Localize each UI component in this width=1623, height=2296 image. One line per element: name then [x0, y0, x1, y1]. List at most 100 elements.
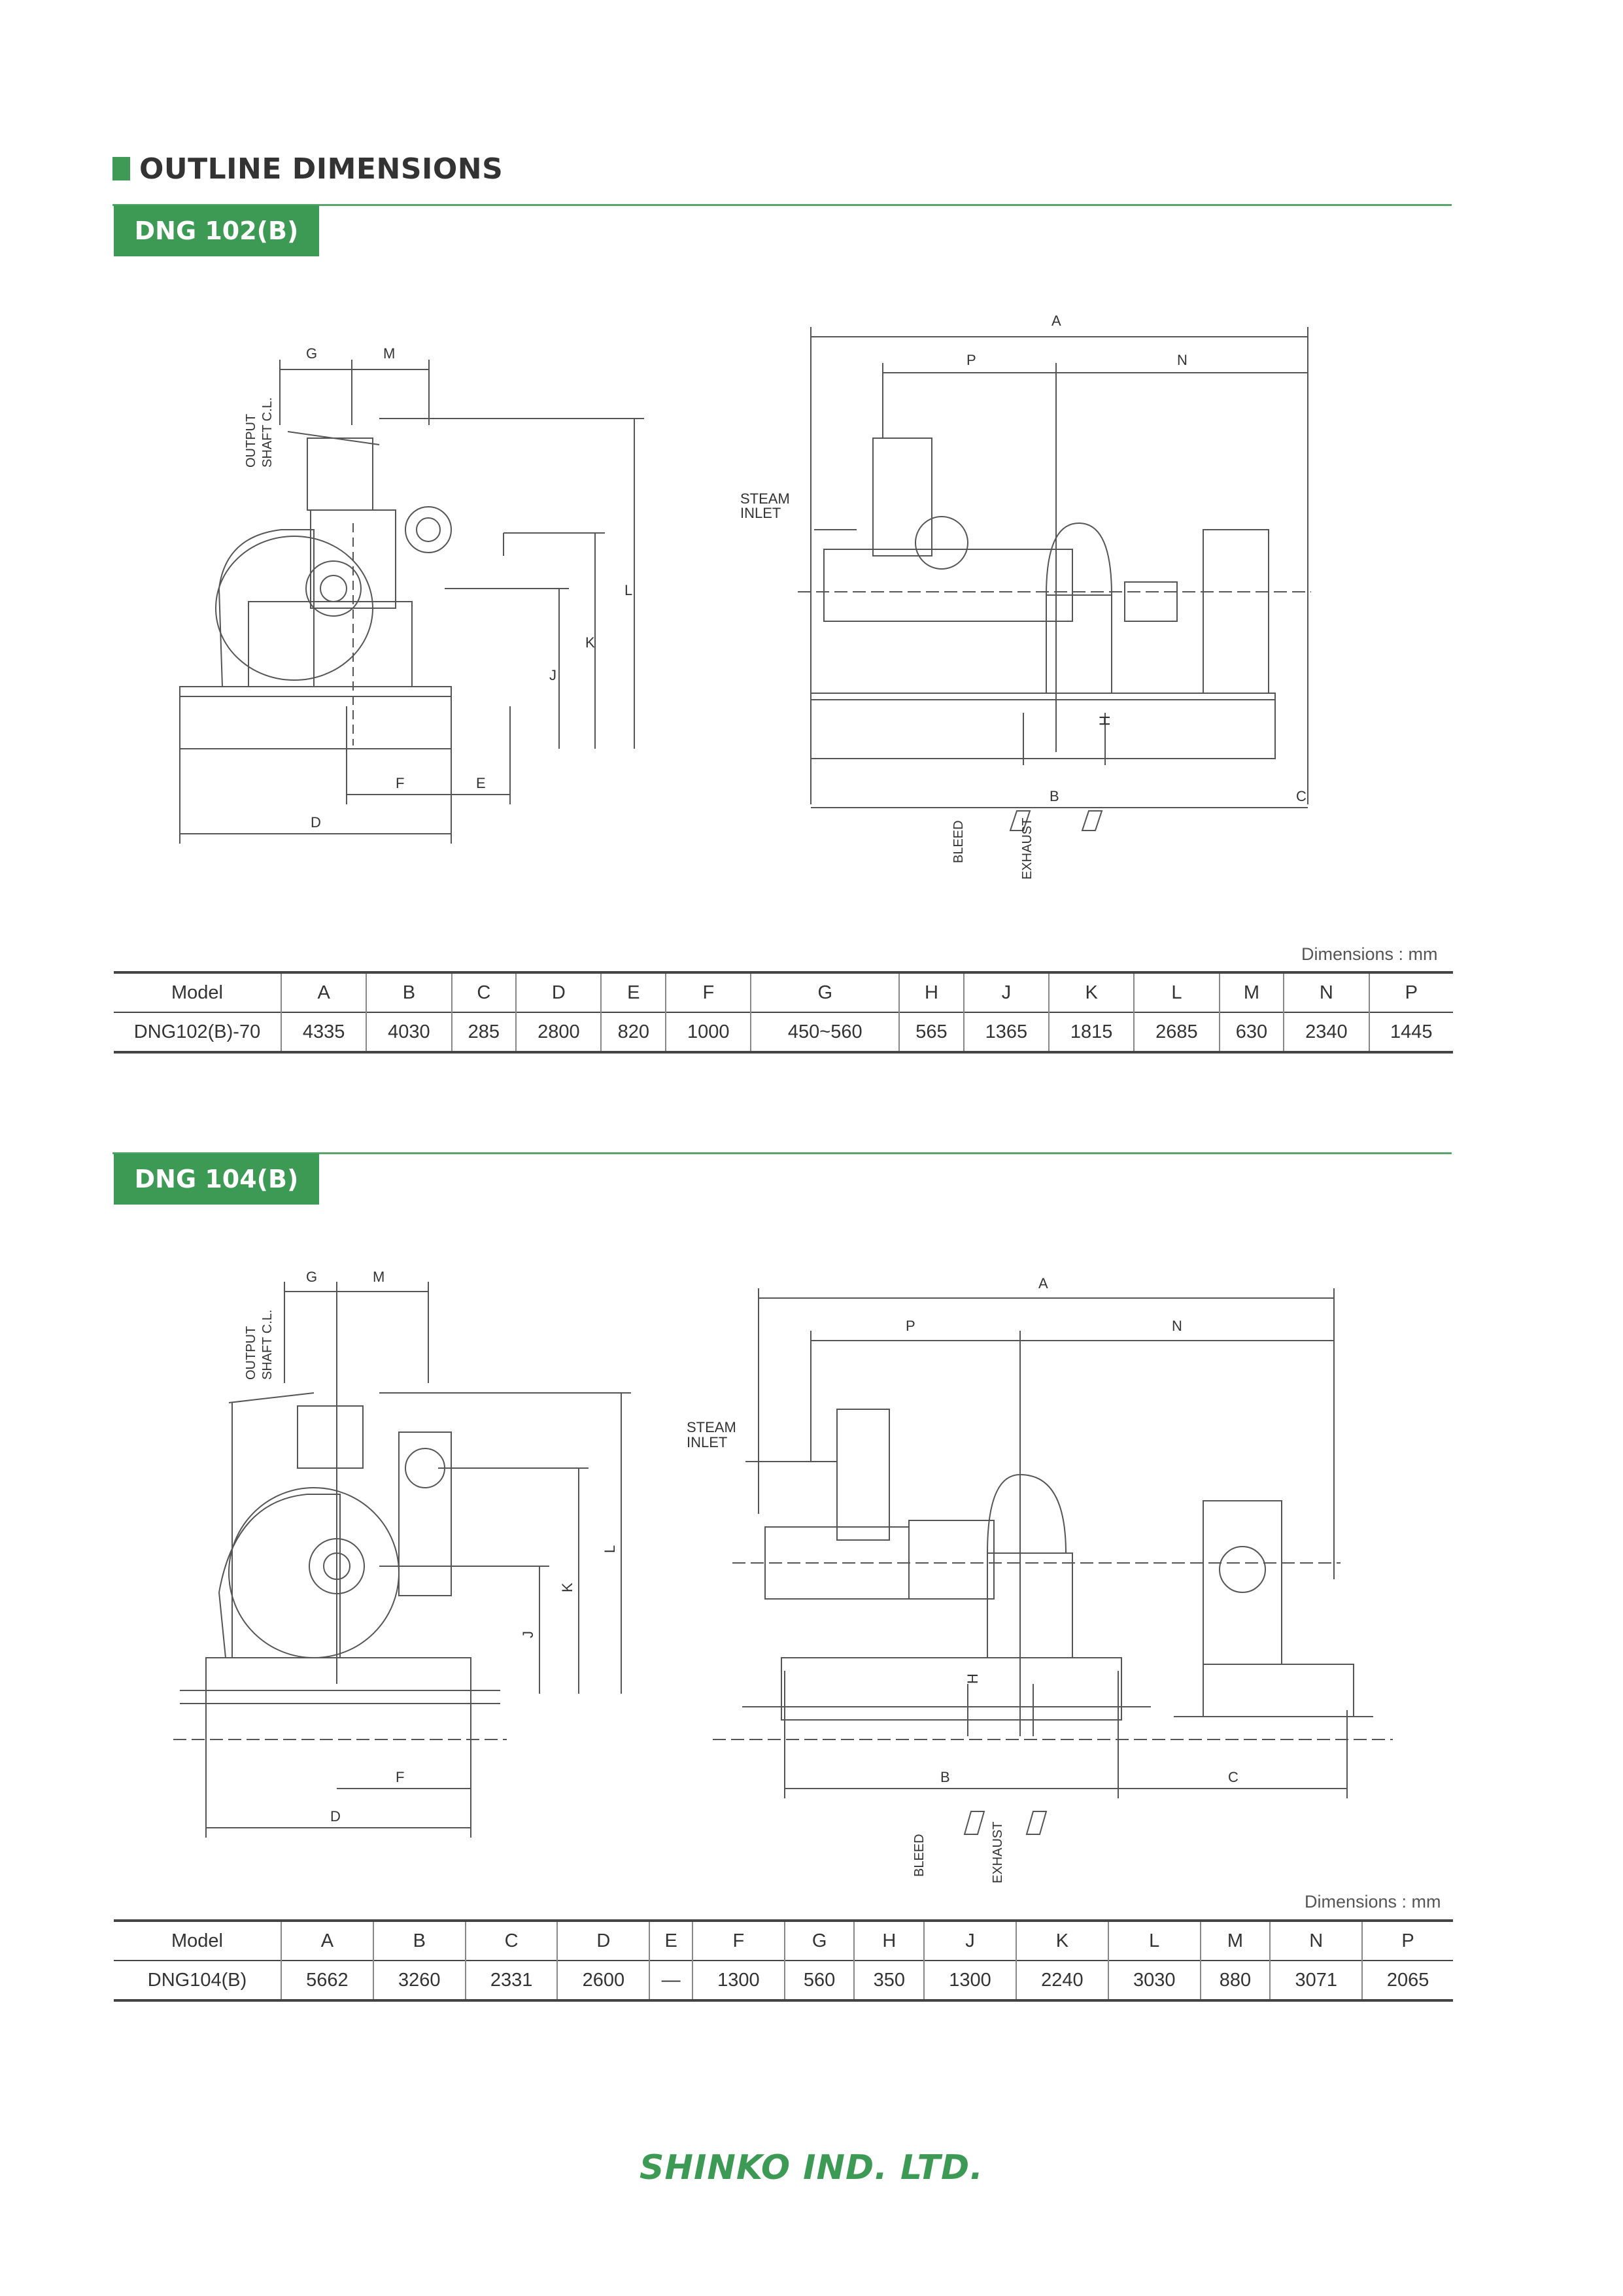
cell-l: 3030 [1107, 1961, 1201, 2000]
units-note: Dimensions : mm [1305, 1892, 1441, 1911]
table-row: DNG104(B) 5662 3260 2331 2600 — 1300 560… [114, 1961, 1453, 2000]
dim-p: P [906, 1318, 915, 1334]
cell-model: DNG102(B)-70 [133, 1021, 261, 1042]
dim-b: B [940, 1769, 950, 1785]
cell-model: DNG104(B) [147, 1969, 247, 1991]
dim-l: L [602, 1545, 618, 1553]
header-h: H [853, 1921, 925, 1961]
shaft-label-line2: SHAFT C.L. [260, 1310, 275, 1380]
cell-h: 565 [898, 1012, 964, 1052]
company-logo: SHINKO IND. LTD. [640, 2148, 983, 2187]
dim-n: N [1177, 352, 1187, 368]
cell-j: 1300 [923, 1961, 1016, 2000]
header-b: B [372, 1921, 466, 1961]
dim-e: E [476, 775, 486, 791]
cell-l: 2685 [1133, 1012, 1220, 1052]
cell-d: 2600 [556, 1961, 650, 2000]
dng104-side-view-drawing: G M L K J F D OUTPUT SHAFT C.L. [173, 1269, 631, 1838]
header-j: J [923, 1921, 1016, 1961]
header-m: M [1199, 1921, 1271, 1961]
table-row: DNG102(B)-70 4335 4030 285 2800 820 1000… [114, 1012, 1453, 1052]
header-a: A [280, 972, 367, 1012]
dim-k: K [559, 1583, 575, 1592]
dim-c: C [1296, 788, 1307, 804]
dim-l: L [624, 582, 632, 598]
header-c: C [464, 1921, 558, 1961]
bleed-label: BLEED [912, 1834, 927, 1877]
model-tab-dng102: DNG 102(B) [114, 205, 319, 256]
cell-c: 285 [451, 1012, 517, 1052]
dim-g: G [306, 1269, 317, 1285]
header-k: K [1048, 972, 1135, 1012]
cell-a: 4335 [280, 1012, 367, 1052]
dim-h: H [1097, 715, 1113, 726]
header-j: J [963, 972, 1050, 1012]
divider [112, 204, 1452, 206]
cell-f: 1300 [691, 1961, 785, 2000]
header-f: F [665, 972, 751, 1012]
steam-inlet-label-2: INLET [687, 1434, 727, 1450]
shaft-label-line1: OUTPUT [244, 414, 258, 468]
cell-c: 2331 [464, 1961, 558, 2000]
header-f: F [691, 1921, 785, 1961]
steam-inlet-label-1: STEAM [687, 1419, 736, 1435]
dim-f: F [396, 775, 404, 791]
cell-e: 820 [600, 1012, 666, 1052]
table-header-row: Model A B C D E F G H J K L M N P [114, 972, 1453, 1012]
header-e: E [649, 1921, 692, 1961]
dim-m: M [383, 345, 395, 362]
dim-g: G [306, 345, 317, 362]
cell-d: 2800 [515, 1012, 602, 1052]
header-d: D [556, 1921, 650, 1961]
cell-e: — [649, 1961, 692, 2000]
header-p: P [1368, 972, 1453, 1012]
dng102-front-view-drawing: A P N H B C STEAM INLET BLEED EXHAUST [740, 313, 1311, 880]
header-m: M [1218, 972, 1284, 1012]
model-tab-dng104: DNG 104(B) [114, 1154, 319, 1205]
cell-a: 5662 [281, 1961, 373, 2000]
dim-b: B [1050, 788, 1059, 804]
cell-f: 1000 [665, 1012, 751, 1052]
exhaust-label: EXHAUST [991, 1822, 1005, 1883]
shaft-label-line1: OUTPUT [244, 1326, 258, 1380]
dim-k: K [585, 634, 595, 651]
units-note: Dimensions : mm [1301, 944, 1438, 964]
header-k: K [1015, 1921, 1108, 1961]
cell-n: 2340 [1283, 1012, 1369, 1052]
steam-inlet-label-1: STEAM [740, 490, 790, 507]
cell-j: 1365 [963, 1012, 1050, 1052]
dim-n: N [1172, 1318, 1182, 1334]
header-b: B [366, 972, 452, 1012]
cell-g: 560 [783, 1961, 855, 2000]
dim-j: J [549, 667, 556, 683]
dim-m: M [373, 1269, 384, 1285]
header-l: L [1107, 1921, 1201, 1961]
header-l: L [1133, 972, 1220, 1012]
dim-f: F [396, 1769, 404, 1785]
dim-d: D [330, 1808, 341, 1825]
header-h: H [898, 972, 964, 1012]
page-title: OUTLINE DIMENSIONS [112, 149, 503, 188]
cell-h: 350 [853, 1961, 925, 2000]
title-square-icon [112, 157, 130, 180]
dng104-dimensions-table: Model A B C D E F G H J K L M N P DNG104… [114, 1919, 1453, 2002]
dng102-dimensions-table: Model A B C D E F G H J K L M N P DNG102… [114, 971, 1453, 1054]
page-title-text: OUTLINE DIMENSIONS [139, 152, 504, 186]
cell-m: 630 [1218, 1012, 1284, 1052]
header-p: P [1361, 1921, 1453, 1961]
header-model: Model [171, 1930, 223, 1951]
cell-g: 450~560 [750, 1012, 900, 1052]
header-n: N [1269, 1921, 1363, 1961]
cell-m: 880 [1199, 1961, 1271, 2000]
cell-b: 3260 [372, 1961, 466, 2000]
cell-n: 3071 [1269, 1961, 1363, 2000]
header-e: E [600, 972, 666, 1012]
header-model: Model [171, 982, 223, 1003]
cell-b: 4030 [366, 1012, 452, 1052]
shaft-label-line2: SHAFT C.L. [260, 398, 275, 468]
header-g: G [750, 972, 900, 1012]
cell-k: 2240 [1015, 1961, 1108, 2000]
dim-a: A [1038, 1275, 1048, 1292]
cell-p: 2065 [1361, 1961, 1453, 2000]
dim-a: A [1051, 313, 1061, 329]
